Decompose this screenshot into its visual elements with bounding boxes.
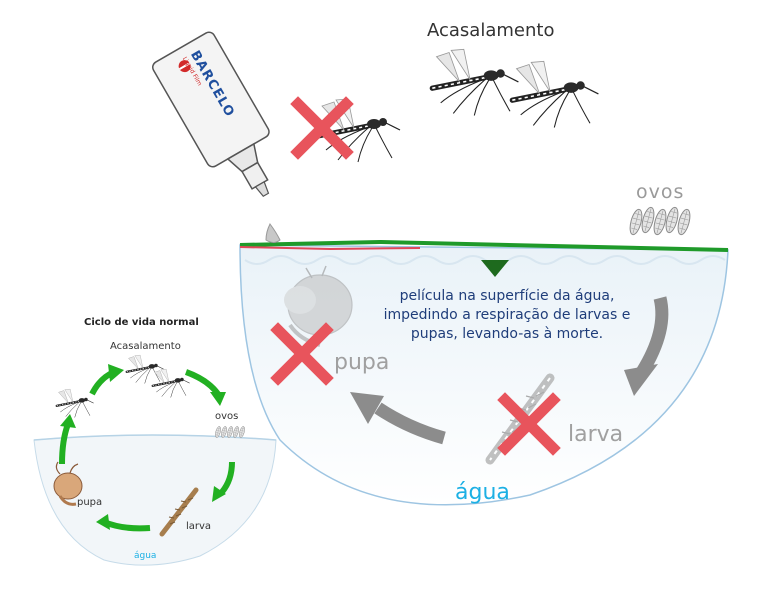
surface-film [239,239,729,252]
mosquito-icon [512,61,598,127]
bottle-icon [152,31,270,198]
arrow-icon [350,392,446,445]
mating-label: Acasalamento [427,20,555,41]
inset-mating-label: Acasalamento [110,341,181,352]
inset-title: Ciclo de vida normal [84,317,199,328]
eggs-label: ovos [636,181,685,203]
mosquito-icon [55,388,95,419]
pupa-icon [284,265,353,347]
eggs-icon [627,205,693,237]
larva-icon [159,487,199,537]
water-label: água [455,480,510,505]
drop-icon [265,223,281,243]
arrow-icon [212,461,235,502]
inset-larva-label: larva [186,521,212,532]
cross-icon [298,104,346,152]
inset-water-body [33,434,277,566]
inset-water-label: água [134,551,157,561]
inset-eggs-label: ovos [215,411,239,422]
triangle-down-icon [481,260,509,277]
surface-film-edge [239,246,421,251]
mosquito-icon [151,368,191,399]
arrow-icon [96,514,151,532]
arrow-icon [624,296,669,396]
arrow-icon [89,364,124,396]
pupa-icon [53,461,83,506]
bottle-logo-icon [178,60,191,73]
arrow-icon [184,369,226,406]
water-body [239,244,729,506]
mosquito-icon [125,354,165,385]
inset-pupa-label: pupa [77,497,103,508]
larva-label: larva [568,422,624,447]
film-description: película na superfície da água, impedind… [383,288,631,342]
arrow-icon [59,414,76,465]
mosquito-icon [432,49,518,115]
pupa-label: pupa [334,350,390,375]
